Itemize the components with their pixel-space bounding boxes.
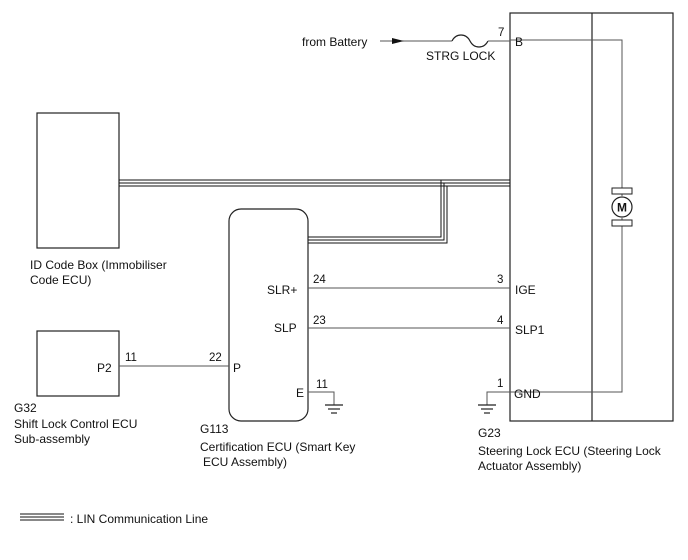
fuse-label: STRG LOCK (426, 49, 495, 63)
steering-lock-ecu-name-1: Steering Lock ECU (Steering Lock (478, 444, 662, 458)
pin-gnd-label: GND (514, 387, 541, 401)
lin-legend-label: : LIN Communication Line (70, 512, 208, 526)
certification-ecu-name-2: ECU Assembly) (203, 455, 287, 469)
pin-slp-number: 23 (313, 315, 326, 327)
motor-icon: M (611, 187, 633, 227)
certification-ecu-box (228, 208, 309, 422)
lin-bus (119, 179, 510, 244)
pin-slp1-label: SLP1 (515, 323, 545, 337)
steering-lock-ecu-code: G23 (478, 426, 501, 440)
pin-p2-number: 11 (125, 352, 137, 364)
wire-gnd-ground (486, 391, 510, 405)
shift-lock-ecu-box (36, 330, 120, 397)
lin-legend-symbol (20, 513, 64, 521)
pin-slp-label: SLP (274, 321, 297, 335)
pin-e-label: E (296, 386, 304, 400)
pin-slp1-number: 4 (497, 315, 504, 327)
pin-slr-number: 24 (313, 274, 326, 286)
id-code-box (36, 112, 120, 249)
steering-lock-ecu-name-2: Actuator Assembly) (478, 459, 581, 473)
pin-p-label: P (233, 361, 241, 375)
pin-p2-label: P2 (97, 361, 112, 375)
pin-b-label: B (515, 35, 523, 49)
pin-ige-label: IGE (515, 283, 536, 297)
pin-gnd-number: 1 (497, 378, 503, 390)
shift-lock-ecu-name-1: Shift Lock Control ECU (14, 417, 137, 431)
ground-icon (478, 404, 496, 414)
shift-lock-ecu-name-2: Sub-assembly (14, 432, 90, 446)
motor-label: M (617, 201, 627, 215)
pin-b-number: 7 (498, 27, 504, 39)
id-code-box-name-2: Code ECU) (30, 273, 91, 287)
id-code-box-name-1: ID Code Box (Immobiliser (30, 258, 167, 272)
pin-e-number: 11 (316, 379, 328, 391)
fuse-icon (451, 34, 489, 48)
pin-p-number: 22 (209, 352, 222, 364)
motor-circuit-wire (510, 39, 623, 196)
battery-label: from Battery (302, 35, 367, 49)
certification-ecu-name-1: Certification ECU (Smart Key (200, 440, 355, 454)
shift-lock-ecu-code: G32 (14, 401, 37, 415)
wire-e-ground (308, 391, 335, 405)
arrow-right-icon (392, 38, 404, 44)
ground-icon (325, 404, 343, 414)
certification-ecu-code: G113 (200, 422, 229, 436)
pin-slr-label: SLR+ (267, 283, 297, 297)
pin-ige-number: 3 (497, 274, 503, 286)
